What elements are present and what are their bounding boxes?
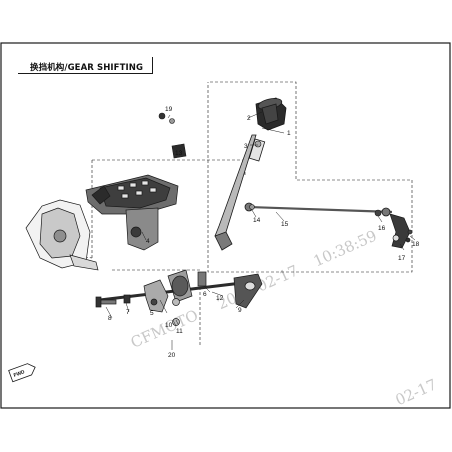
output-arm [389, 213, 411, 249]
callout-19: 19 [165, 106, 173, 113]
callouts: 1 2 3 4 5 6 7 8 9 10 11 12 13 14 15 16 1… [108, 106, 420, 359]
page-title: 换挡机构/GEAR SHIFTING [30, 63, 144, 73]
callout-15: 15 [281, 221, 289, 228]
callout-5: 5 [150, 310, 154, 317]
shift-rod [244, 202, 393, 217]
callout-16: 16 [378, 225, 386, 232]
callout-6: 6 [203, 291, 207, 298]
watermark-date-partial: 02-17 [393, 375, 440, 409]
callout-7: 7 [126, 309, 130, 316]
callout-1: 1 [287, 130, 291, 137]
callout-8: 8 [108, 315, 112, 322]
callout-3: 3 [244, 143, 248, 150]
watermark-time: 10:38:59 [311, 227, 380, 271]
title-box [18, 57, 153, 74]
shift-lever [214, 97, 287, 251]
engine-case [25, 199, 99, 271]
fwd-label: FWD [13, 369, 26, 379]
callout-18: 18 [412, 241, 420, 248]
callout-17: 17 [398, 255, 406, 262]
callout-12: 12 [216, 295, 224, 302]
callout-20: 20 [168, 352, 176, 359]
callout-2: 2 [247, 115, 251, 122]
callout-13: 13 [175, 150, 183, 157]
fwd-direction-badge: FWD [8, 363, 36, 383]
callout-11: 11 [176, 328, 183, 335]
callout-10: 10 [165, 322, 173, 329]
small-hardware [158, 112, 413, 235]
diagram-border [0, 42, 451, 409]
watermark-lower: 02-17 [393, 375, 440, 409]
callout-14: 14 [253, 217, 261, 224]
callout-4: 4 [146, 238, 150, 245]
bracket-plate [85, 174, 179, 251]
callout-9: 9 [238, 307, 242, 314]
leader-lines [105, 111, 416, 350]
